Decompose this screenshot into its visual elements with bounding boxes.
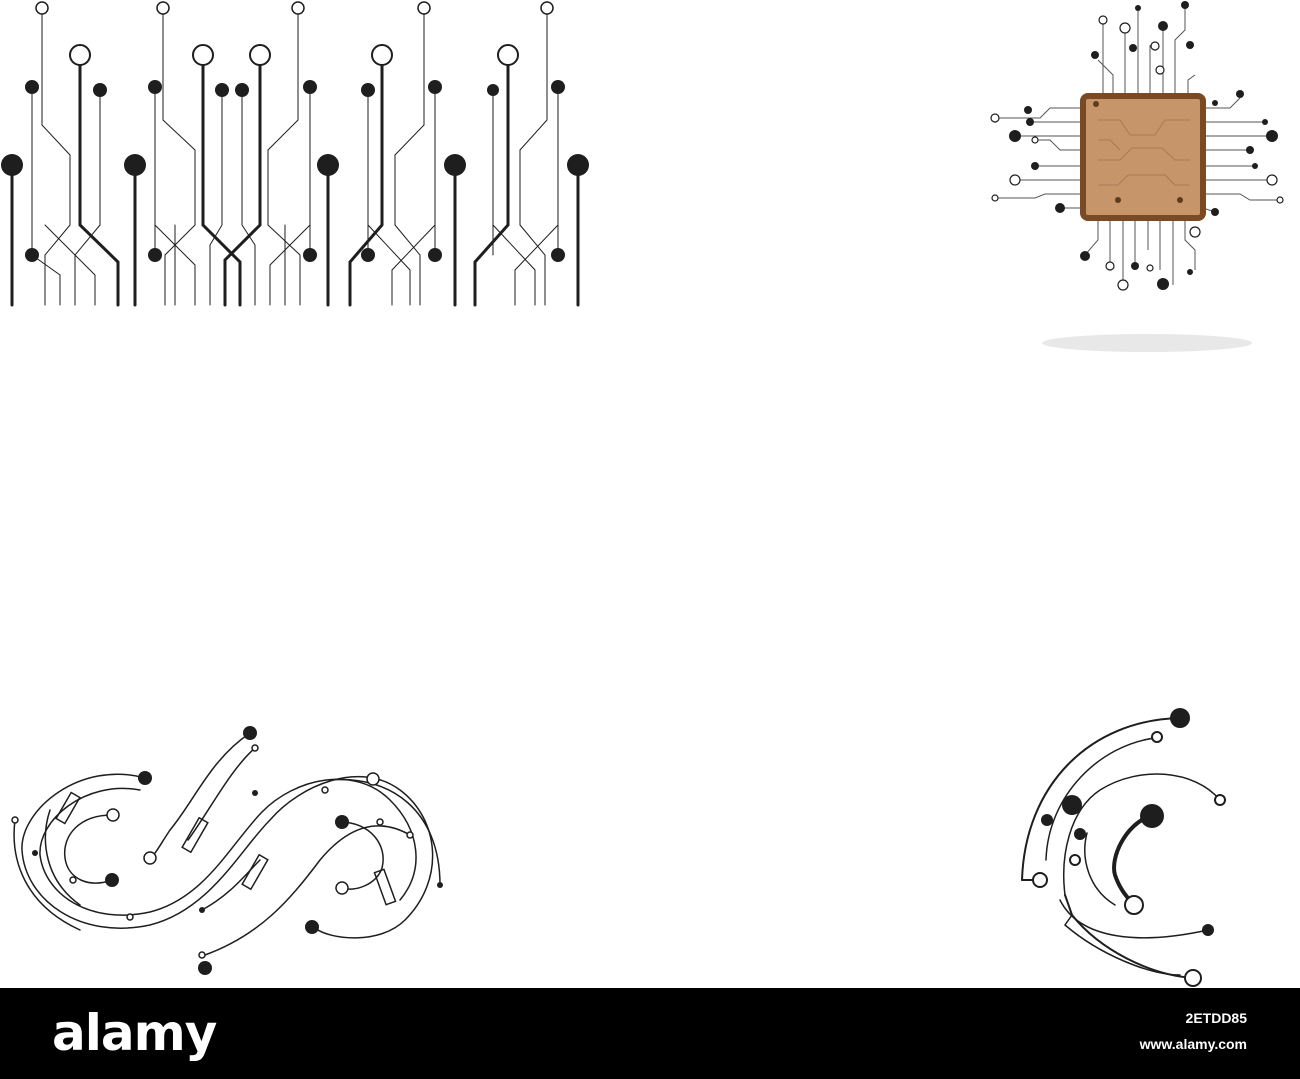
cpu-chip-icon [990,1,1284,352]
circuit-lines-icon [1,1,589,307]
site-url: www.alamy.com [1139,1036,1247,1052]
letter-c-circuit-icon [1021,708,1226,987]
artwork-canvas [1,1,1284,987]
alamy-logo: alamy [52,1004,217,1062]
infinity-circuit-icon [11,726,443,975]
image-id: 2ETDD85 [1185,1010,1247,1026]
watermark-footer: alamy 2ETDD85 www.alamy.com [0,988,1300,1079]
